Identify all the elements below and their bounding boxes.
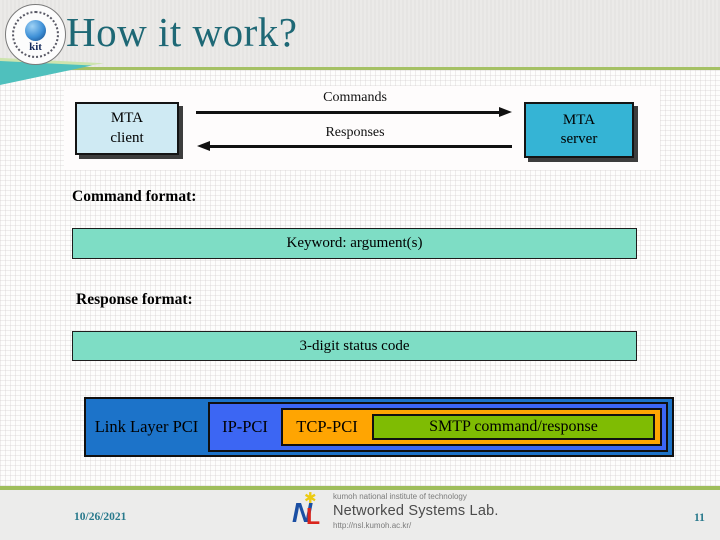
lab-logo-texts: kumoh national institute of technology N… [333,491,499,532]
flower-icon: ✱ [304,490,317,507]
mta-server-label-line1: MTA [562,111,596,128]
footer-date: 10/26/2021 [74,511,127,523]
mta-client-label-line2: client [110,129,144,146]
ip-pci-label: IP-PCI [222,417,268,436]
protocol-stack-smtp-layer: SMTP command/response [372,414,655,440]
commands-arrow-label: Commands [323,90,387,105]
commands-arrow-line [196,111,501,114]
responses-arrow-line [209,145,512,148]
logo-letter-l: L [306,503,321,529]
mta-server-box: MTA server [524,102,634,158]
protocol-stack-ip-layer: IP-PCI TCP-PCI SMTP command/response [208,402,668,452]
commands-arrowhead-icon [499,107,512,117]
tcp-pci-label: TCP-PCI [296,417,358,436]
responses-arrow-label: Responses [325,125,385,140]
mta-server-label-line2: server [560,131,598,147]
header-divider-line [0,67,720,70]
lab-name: Networked Systems Lab. [333,503,499,520]
logo-letter-n: N [292,497,313,528]
kit-university-logo: kit [5,4,66,65]
page-title: How it work? [66,9,298,55]
mta-client-label-line1: MTA [110,110,144,126]
link-layer-pci-label: Link Layer PCI [94,417,199,436]
mta-client-box: MTA client [75,102,179,155]
kit-logo-ring [12,11,59,58]
lab-logo-block: ✱ N L kumoh national institute of techno… [292,490,499,535]
lab-url: http://nsl.kumoh.ac.kr/ [333,521,412,531]
command-format-heading: Command format: [72,188,197,205]
footer-page-number: 11 [694,512,705,524]
response-format-box-label: 3-digit status code [299,337,410,354]
footer-divider-line [0,486,720,490]
footer-band [0,490,720,540]
protocol-stack-link-layer: Link Layer PCI IP-PCI TCP-PCI SMTP comma… [84,397,674,457]
nsl-lab-logo-icon: ✱ N L [292,490,326,535]
command-format-box: Keyword: argument(s) [72,228,637,259]
smtp-command-response-label: SMTP command/response [429,418,598,435]
institute-name: kumoh national institute of technology [333,492,467,501]
responses-arrowhead-icon [197,141,210,151]
command-format-box-label: Keyword: argument(s) [286,235,423,251]
response-format-box: 3-digit status code [72,331,637,361]
response-format-heading: Response format: [76,291,193,308]
header-band [0,0,720,67]
protocol-stack-tcp-layer: TCP-PCI SMTP command/response [281,408,662,446]
